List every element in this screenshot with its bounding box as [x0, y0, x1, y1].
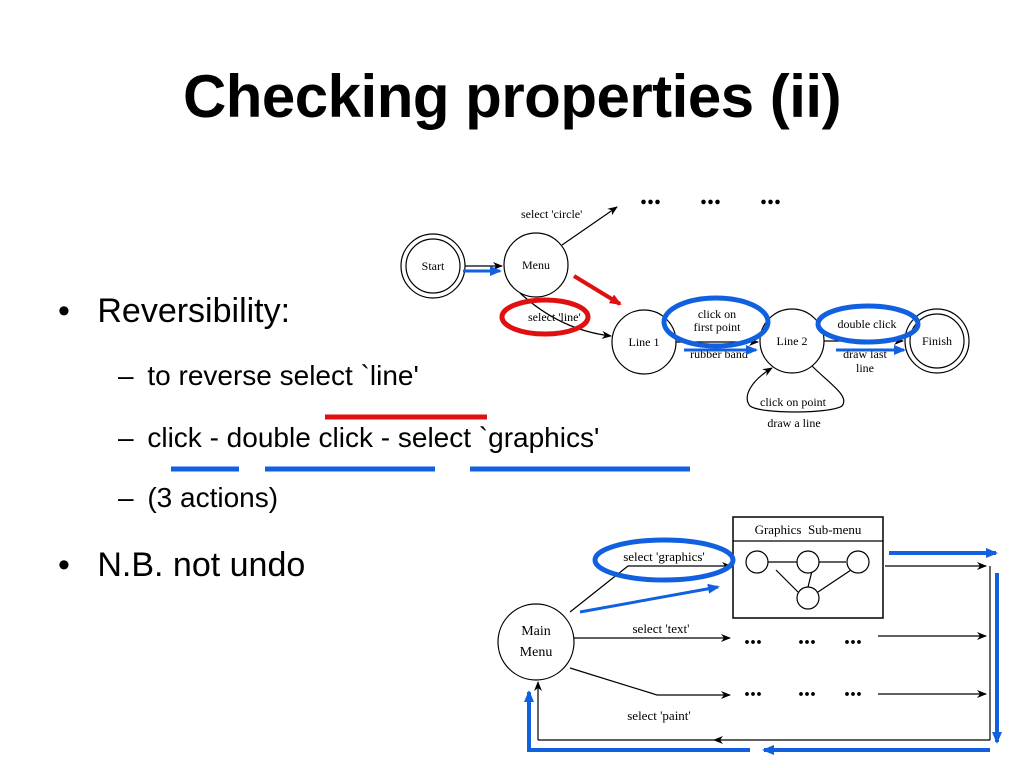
node-line2-label: Line 2	[777, 334, 808, 348]
node-line1-label: Line 1	[629, 335, 660, 349]
bullet-marker: •	[58, 292, 70, 330]
label-select-line: select 'line'	[528, 310, 581, 324]
node-main-menu-label-2: Menu	[520, 645, 553, 660]
edge-main-to-paint	[569, 667, 731, 699]
ellipsis-text-1: ...	[744, 624, 762, 650]
subbullet-click-sequence: – click - double click - select `graphic…	[118, 422, 599, 454]
subbullet-marker: –	[118, 360, 134, 391]
ellipsis-1: ...	[640, 180, 661, 211]
text-underlines	[171, 414, 690, 472]
slide-title: Checking properties (ii)	[182, 63, 842, 130]
label-select-circle: select 'circle'	[521, 207, 582, 221]
graphics-submenu-title: Graphics Sub-menu	[755, 522, 862, 537]
label-select-paint: select 'paint'	[627, 708, 691, 723]
ellipsis-2: ...	[700, 180, 721, 211]
ellipsis-text-2: ...	[798, 624, 816, 650]
ellipsis-3: ...	[760, 180, 781, 211]
node-start: Start	[400, 233, 466, 299]
graphics-submenu-box: Graphics Sub-menu	[732, 516, 884, 619]
node-line1: Line 1	[611, 309, 677, 375]
blue-highlight-double-click	[815, 303, 921, 345]
subbullet-text: (3 actions)	[147, 482, 279, 513]
blue-highlight-select-graphics	[592, 537, 736, 583]
blue-arrow-return-up	[524, 690, 750, 752]
label-click-on: click on	[698, 307, 736, 321]
bottom-menu-diagram: Main Menu Graphics Sub-menu	[497, 516, 1002, 755]
subbullet-text: click - double click - select `graphics'	[147, 422, 600, 453]
blue-arrow-to-graphics	[579, 583, 720, 614]
node-menu-label: Menu	[522, 258, 550, 272]
node-start-label: Start	[422, 259, 445, 273]
edge-line2-loop	[746, 365, 845, 413]
red-arrow-menu-line1	[572, 274, 622, 306]
subbullet-reverse-select: – to reverse select `line'	[118, 360, 419, 392]
node-finish: Finish	[904, 308, 970, 374]
red-highlight-select-line	[499, 297, 591, 337]
ellipsis-paint-3: ...	[844, 676, 862, 702]
edge-main-to-graphics	[569, 562, 732, 613]
submenu-mini-graph	[745, 550, 870, 610]
label-click-on-point: click on point	[760, 395, 827, 409]
edge-menu-circle	[561, 206, 618, 246]
bullet-text: Reversibility:	[97, 292, 291, 330]
node-main-menu: Main Menu	[497, 603, 575, 681]
top-state-diagram: ... ... ... Start Menu Line 1 Line 2 Fin…	[400, 180, 970, 430]
subbullet-text: to reverse select `line'	[147, 360, 419, 391]
label-line: line	[856, 361, 874, 375]
label-double-click: double click	[838, 317, 897, 331]
node-finish-label: Finish	[922, 334, 952, 348]
bullet-reversibility: • Reversibility:	[58, 292, 290, 331]
node-main-menu-label-1: Main	[521, 624, 551, 639]
subbullet-marker: –	[118, 422, 134, 453]
bullet-not-undo: • N.B. not undo	[58, 546, 305, 585]
bullet-marker: •	[58, 546, 70, 584]
label-first-point: first point	[694, 320, 742, 334]
label-draw-a-line: draw a line	[767, 416, 820, 430]
label-select-text: select 'text'	[632, 621, 689, 636]
subbullet-three-actions: – (3 actions)	[118, 482, 278, 514]
node-menu: Menu	[503, 232, 569, 298]
blue-highlight-click-on	[661, 295, 771, 349]
label-select-graphics: select 'graphics'	[623, 549, 705, 564]
ellipsis-text-3: ...	[844, 624, 862, 650]
ellipsis-paint-1: ...	[744, 676, 762, 702]
ellipsis-paint-2: ...	[798, 676, 816, 702]
subbullet-marker: –	[118, 482, 134, 513]
bullet-text: N.B. not undo	[97, 546, 306, 584]
